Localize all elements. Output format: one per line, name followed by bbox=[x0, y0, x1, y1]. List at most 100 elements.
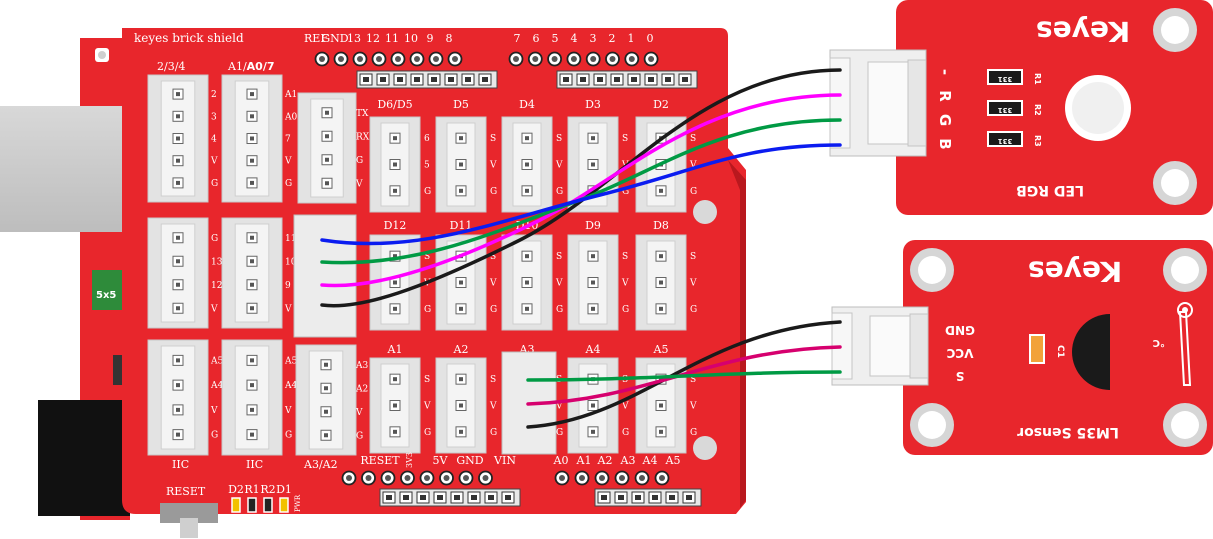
pin-label: V bbox=[284, 304, 292, 314]
connector-d8[interactable] bbox=[635, 234, 687, 331]
top-pin-label: 3 bbox=[590, 32, 597, 45]
analog-label: A4 bbox=[585, 343, 601, 356]
pin-label: TX bbox=[356, 109, 369, 119]
pin-label: A0 bbox=[284, 112, 297, 122]
led-label: R2 bbox=[260, 483, 275, 496]
mount-hole bbox=[910, 248, 954, 292]
label-a3-a2: A3/A2 bbox=[303, 458, 338, 471]
pin-label: 2 bbox=[211, 90, 217, 100]
arduino-board: 5x5 bbox=[0, 38, 130, 520]
bottom-headers bbox=[341, 470, 702, 507]
connector-d11[interactable] bbox=[435, 234, 487, 331]
resistor-code: 331 bbox=[998, 106, 1013, 114]
pin-label: 6 bbox=[424, 134, 430, 144]
pin-label: S bbox=[424, 375, 430, 385]
connector-iic-left[interactable] bbox=[147, 339, 209, 456]
pin-label: V bbox=[284, 157, 292, 167]
label-iic-right: IIC bbox=[246, 458, 263, 471]
top-pin-label: 11 bbox=[385, 32, 399, 45]
rgb-pin-label: - bbox=[936, 69, 954, 75]
pin-label: 9 bbox=[285, 281, 291, 291]
resistor bbox=[987, 100, 1023, 116]
digital-label: D9 bbox=[585, 219, 601, 232]
pin-label: G bbox=[285, 179, 292, 189]
resistor-ref: R1 bbox=[1033, 73, 1042, 85]
mount-hole bbox=[1163, 248, 1207, 292]
wire-magenta-rgb bbox=[320, 93, 842, 288]
shield-connectors: 234VGA1A07VGTXRXGVG1312V11109VA5A4VGA5A4… bbox=[147, 74, 697, 456]
top-header bbox=[314, 51, 698, 89]
thermometer-icon bbox=[1177, 302, 1193, 386]
shield-wire-housing-digital[interactable] bbox=[293, 214, 357, 338]
pin-label: S bbox=[690, 252, 696, 262]
pin-label: V bbox=[489, 279, 497, 289]
lm35-title: LM35 Sensor bbox=[1017, 424, 1119, 440]
reset-button[interactable] bbox=[160, 503, 218, 523]
connector-2-3-4[interactable] bbox=[147, 74, 209, 203]
pin-label: V bbox=[210, 304, 218, 314]
pin-label: G bbox=[556, 428, 563, 438]
pin-label: S bbox=[622, 252, 628, 262]
resistor-code: 331 bbox=[998, 75, 1013, 83]
connector-a3-a2[interactable] bbox=[295, 344, 357, 456]
connector-d13-d12[interactable] bbox=[147, 217, 209, 329]
top-pin-label: 12 bbox=[366, 32, 380, 45]
pin-label: V bbox=[621, 279, 629, 289]
top-pin-label: 6 bbox=[533, 32, 540, 45]
rgb-pin-label: G bbox=[936, 114, 954, 126]
fuse-label: 5x5 bbox=[96, 290, 116, 301]
pin-label: V bbox=[689, 402, 697, 412]
connector-iic-right[interactable] bbox=[221, 339, 283, 456]
mounting-hole bbox=[693, 436, 717, 460]
pin-label: S bbox=[622, 375, 628, 385]
connector-d9[interactable] bbox=[567, 234, 619, 331]
pin-label: RX bbox=[356, 132, 370, 142]
pin-label: A4 bbox=[210, 381, 223, 391]
pin-label: 5 bbox=[424, 161, 430, 171]
digital-label: D3 bbox=[585, 98, 601, 111]
fuse-chip bbox=[92, 270, 126, 310]
connector-d4[interactable] bbox=[501, 116, 553, 213]
pin-label: G bbox=[285, 431, 292, 441]
pin-label: G bbox=[424, 428, 431, 438]
pin-label: A5 bbox=[210, 356, 223, 366]
pin-label: G bbox=[622, 187, 629, 197]
lm35-pin-label: GND bbox=[945, 323, 975, 337]
led-label: D1 bbox=[276, 483, 292, 496]
connector-d10[interactable] bbox=[501, 234, 553, 331]
pin-label: A4 bbox=[284, 381, 297, 391]
led-label: R1 bbox=[244, 483, 259, 496]
pin-label: V bbox=[621, 402, 629, 412]
shield-brand: keyes brick shield bbox=[134, 31, 244, 45]
led-label: D2 bbox=[228, 483, 244, 496]
connector-d6-d5[interactable] bbox=[369, 116, 421, 213]
pin-label: V bbox=[489, 161, 497, 171]
digital-label: D2 bbox=[653, 98, 669, 111]
rgb-pin-label: B bbox=[936, 138, 954, 149]
pin-label: V bbox=[489, 402, 497, 412]
label-iic-left: IIC bbox=[172, 458, 189, 471]
power-label: VIN bbox=[493, 454, 516, 467]
digital-label: D4 bbox=[519, 98, 535, 111]
pin-label: S bbox=[556, 134, 562, 144]
resistor-ref: R2 bbox=[1033, 104, 1042, 116]
label-reset: RESET bbox=[166, 485, 206, 498]
pin-label: V bbox=[689, 161, 697, 171]
label-2-3-4: 2/3/4 bbox=[157, 60, 185, 73]
connector-a1[interactable] bbox=[369, 357, 421, 454]
label-pwr: PWR bbox=[294, 494, 302, 512]
pin-label: V bbox=[210, 157, 218, 167]
pin-label: G bbox=[211, 179, 218, 189]
pin-label: G bbox=[690, 187, 697, 197]
pin-label: S bbox=[490, 375, 496, 385]
connector-serial[interactable] bbox=[297, 92, 357, 204]
pin-label: G bbox=[556, 305, 563, 315]
resistor-code: 331 bbox=[998, 137, 1013, 145]
connector-a1-a0-7[interactable] bbox=[221, 74, 283, 203]
connector-d11-d9[interactable] bbox=[221, 217, 283, 329]
connector-a2[interactable] bbox=[435, 357, 487, 454]
pin-label: V bbox=[555, 402, 563, 412]
connector-d5[interactable] bbox=[435, 116, 487, 213]
mount-hole bbox=[1163, 403, 1207, 447]
pin-label: A1 bbox=[284, 90, 297, 100]
